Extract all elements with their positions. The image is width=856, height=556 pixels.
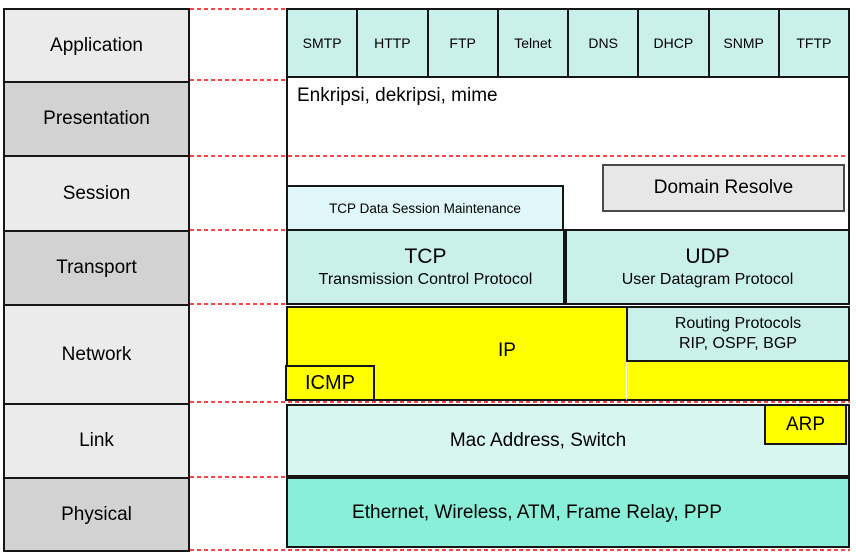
tcp-session-maintenance-box: TCP Data Session Maintenance: [286, 185, 564, 231]
domain-resolve-label: Domain Resolve: [653, 177, 794, 198]
layer-label: Application: [50, 34, 143, 56]
udp-title: UDP: [685, 244, 730, 268]
domain-resolve-box: Domain Resolve: [602, 164, 845, 212]
presentation-label: Enkripsi, dekripsi, mime: [297, 85, 498, 106]
routing-protocols-box: Routing Protocols RIP, OSPF, BGP: [626, 306, 850, 362]
ip-box-right-extension: [626, 360, 850, 401]
udp-box: UDP User Datagram Protocol: [565, 229, 850, 305]
routing-protocols-line2: RIP, OSPF, BGP: [679, 335, 797, 352]
layer-row-network: Network: [3, 304, 190, 405]
layer-label: Presentation: [43, 108, 150, 129]
tcp-subtitle: Transmission Control Protocol: [318, 271, 533, 289]
physical-layer-label: Ethernet, Wireless, ATM, Frame Relay, PP…: [352, 501, 722, 523]
layer-label: Session: [62, 182, 131, 204]
ip-label: IP: [498, 340, 516, 361]
tcp-session-maintenance-label: TCP Data Session Maintenance: [329, 200, 521, 216]
protocol-box-http: HTTP: [356, 8, 429, 78]
layer-row-link: Link: [3, 403, 190, 479]
tcp-box: TCP Transmission Control Protocol: [286, 229, 565, 305]
layer-label: Physical: [61, 503, 132, 525]
protocol-box-tftp: TFTP: [777, 8, 850, 78]
protocol-box-ftp: FTP: [426, 8, 499, 78]
layer-row-session: Session: [3, 155, 190, 232]
layer-boundary-dashed-line: [190, 549, 850, 551]
application-protocols-row: SMTP HTTP FTP Telnet DNS DHCP SNMP TFTP: [286, 8, 850, 78]
arp-box: ARP: [764, 404, 847, 445]
udp-subtitle: User Datagram Protocol: [621, 271, 794, 289]
routing-protocols-line1: Routing Protocols: [674, 315, 802, 332]
layer-row-application: Application: [3, 8, 190, 83]
protocol-box-smtp: SMTP: [286, 8, 359, 78]
layer-label: Network: [61, 343, 132, 365]
link-layer-box: Mac Address, Switch: [286, 404, 850, 477]
link-layer-label: Mac Address, Switch: [449, 429, 627, 451]
layer-row-transport: Transport: [3, 230, 190, 306]
protocol-box-telnet: Telnet: [496, 8, 569, 78]
layer-boundary-dashed-line: [190, 401, 850, 403]
osi-layer-column: Application Presentation Session Transpo…: [3, 8, 190, 552]
physical-layer-box: Ethernet, Wireless, ATM, Frame Relay, PP…: [286, 477, 850, 548]
layer-label: Transport: [56, 257, 137, 278]
protocol-box-dns: DNS: [567, 8, 640, 78]
tcp-title: TCP: [404, 244, 447, 268]
udp-label: UDP User Datagram Protocol: [622, 244, 794, 290]
layer-row-presentation: Presentation: [3, 81, 190, 157]
tcp-label: TCP Transmission Control Protocol: [319, 244, 533, 290]
layer-row-physical: Physical: [3, 477, 190, 552]
layer-label: Link: [79, 430, 114, 451]
icmp-box: ICMP: [285, 365, 375, 401]
routing-protocols-label: Routing Protocols RIP, OSPF, BGP: [675, 314, 801, 354]
protocol-box-snmp: SNMP: [707, 8, 780, 78]
layer-boundary-dashed-line: [190, 155, 850, 157]
protocol-box-dhcp: DHCP: [637, 8, 710, 78]
presentation-function-box: Enkripsi, dekripsi, mime: [286, 78, 850, 155]
